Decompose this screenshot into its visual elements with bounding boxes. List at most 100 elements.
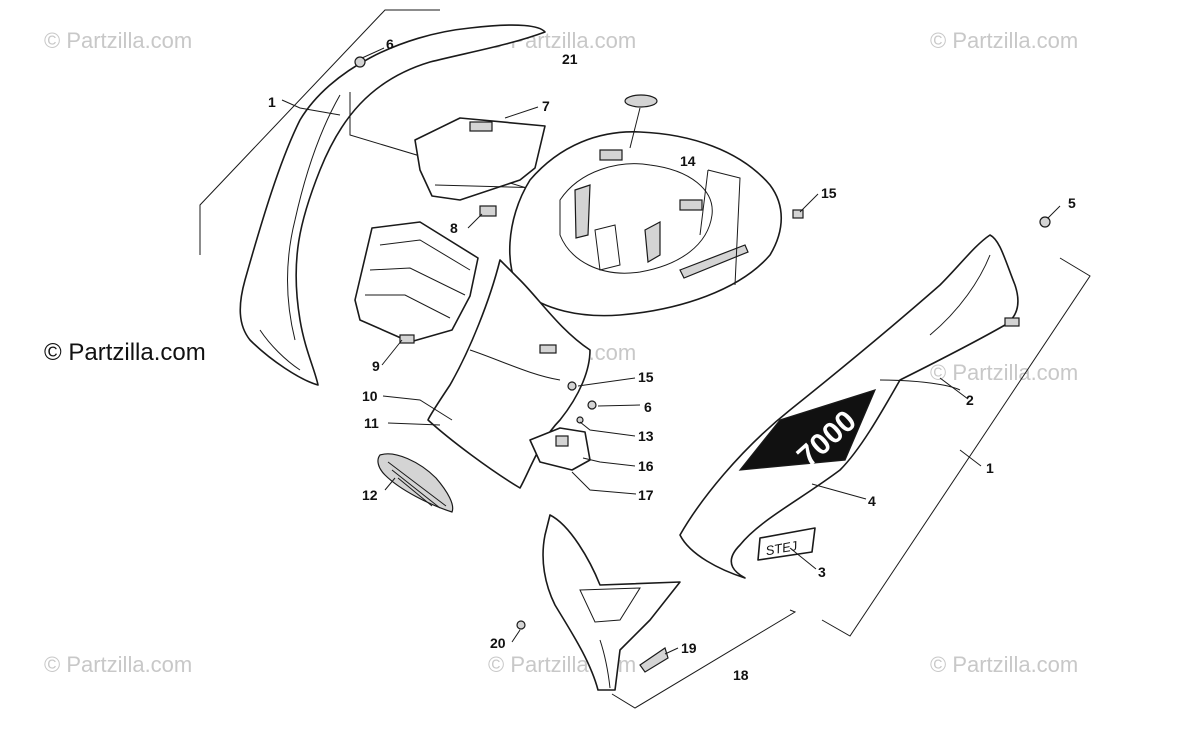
- clip-8: [479, 205, 497, 217]
- callout-2: 2: [966, 392, 974, 408]
- nose-cowl-slot-right: [679, 199, 703, 211]
- intake-duct-rib-2: [369, 267, 466, 296]
- bracket-right-assembly: [821, 257, 1091, 637]
- leader-17: [571, 471, 637, 495]
- intake-duct-outline: [354, 221, 479, 343]
- leader-2: [939, 377, 969, 400]
- callout-15-mid: 15: [638, 369, 654, 385]
- fastener-13: [576, 416, 584, 424]
- leader-11: [387, 422, 441, 426]
- leader-13: [579, 421, 636, 437]
- watermark-bottom-left: © Partzilla.com: [44, 652, 192, 677]
- fastener-5: [1039, 216, 1051, 228]
- leader-6-mid: [597, 404, 641, 407]
- mesh-grille: [377, 453, 454, 513]
- leader-9: [381, 339, 403, 366]
- lower-bracket: [542, 514, 681, 691]
- leader-5: [1047, 205, 1061, 219]
- fastener-15-top: [792, 209, 804, 219]
- grommet: [624, 94, 658, 108]
- bracket-left-assembly: [199, 9, 440, 255]
- right-side-panel-crease: [929, 254, 991, 336]
- watermark-main: © Partzilla.com: [44, 339, 206, 366]
- left-hood-outline: [239, 24, 546, 386]
- leader-14-left: [699, 169, 709, 236]
- mesh-grille-lines: [387, 461, 447, 509]
- lower-bracket-strut: [599, 639, 611, 689]
- nose-cowl-inner: [559, 163, 713, 274]
- callout-8: 8: [450, 220, 458, 236]
- leader-1-right: [959, 449, 982, 467]
- lower-nose-tab: [539, 344, 557, 354]
- leader-15-top: [799, 193, 819, 213]
- lower-nose-panel: [427, 259, 591, 489]
- leader-15-mid: [577, 377, 636, 387]
- right-side-panel: 7000 STEJ: [679, 234, 1020, 579]
- bracket-bottom-assembly: [611, 609, 797, 709]
- bracket-16-tab: [555, 435, 569, 447]
- callout-1-right: 1: [986, 460, 994, 476]
- callout-14: 14: [680, 153, 696, 169]
- fastener-6-mid: [587, 400, 597, 410]
- callout-7: 7: [542, 98, 550, 114]
- leader-6-top: [361, 47, 385, 59]
- callout-18: 18: [733, 667, 749, 683]
- intake-duct-rib-1: [379, 239, 471, 271]
- intake-duct-tab: [399, 334, 415, 344]
- leader-14-right: [707, 169, 741, 286]
- callout-10: 10: [362, 388, 378, 404]
- callout-6-mid: 6: [644, 399, 652, 415]
- callout-11: 11: [364, 415, 379, 431]
- nose-cowl-vent-right: [644, 221, 661, 263]
- lower-bracket-outline: [542, 514, 681, 691]
- callout-labels: 1 1 2 3 4 5 6 6 7 8 9 10 11 12 13 14 15 …: [268, 36, 1076, 683]
- callout-13: 13: [638, 428, 654, 444]
- nose-cowl-side-stripe: [679, 244, 749, 279]
- watermark-top-right: © Partzilla.com: [930, 28, 1078, 53]
- screw-20: [516, 620, 526, 630]
- upper-panel: [414, 117, 546, 201]
- callout-1-left: 1: [268, 94, 276, 110]
- assembly-brackets: [199, 9, 1091, 709]
- watermark-top-left: © Partzilla.com: [44, 28, 192, 53]
- leader-1-left: [281, 99, 341, 116]
- callout-4: 4: [868, 493, 876, 509]
- intake-duct: [354, 221, 479, 344]
- leader-7: [504, 106, 539, 119]
- clip-19: [639, 647, 669, 673]
- callout-5: 5: [1068, 195, 1076, 211]
- decal-7000-background: [738, 389, 877, 471]
- callout-3: 3: [818, 564, 826, 580]
- watermark-bottom-right: © Partzilla.com: [930, 652, 1078, 677]
- leader-16: [582, 457, 636, 467]
- callout-17: 17: [638, 487, 654, 503]
- intake-duct-rib-3: [365, 294, 451, 319]
- right-side-panel-seam: [879, 379, 961, 391]
- callout-15-top: 15: [821, 185, 837, 201]
- badge-text: STEJ: [764, 538, 798, 558]
- left-hood-lower-edge: [259, 329, 301, 371]
- left-hood-crease: [287, 94, 341, 341]
- leader-8: [467, 213, 483, 229]
- watermark-group: © Partzilla.com © Partzilla.com © Partzi…: [44, 28, 1078, 677]
- leader-19: [664, 647, 679, 655]
- nose-cowl-vent-left: [574, 184, 591, 239]
- callout-20: 20: [490, 635, 506, 651]
- leader-3: [789, 547, 817, 570]
- badge-outline: [757, 527, 816, 561]
- watermark-mid-right: © Partzilla.com: [930, 360, 1078, 385]
- upper-panel-outline: [414, 117, 546, 201]
- leader-10: [382, 395, 453, 421]
- lower-nose-outline: [427, 259, 591, 489]
- leader-12: [384, 477, 396, 491]
- leader-20: [511, 629, 521, 643]
- fastener-15-mid: [567, 381, 577, 391]
- left-hood-panel: [239, 24, 546, 386]
- leader-4: [811, 483, 867, 500]
- callout-6-top: 6: [386, 36, 394, 52]
- nose-cowl-grommet-line: [629, 107, 641, 149]
- callout-19: 19: [681, 640, 697, 656]
- nose-cowl-outline: [508, 131, 782, 317]
- lower-bracket-window: [579, 587, 641, 623]
- upper-panel-label: [469, 121, 493, 132]
